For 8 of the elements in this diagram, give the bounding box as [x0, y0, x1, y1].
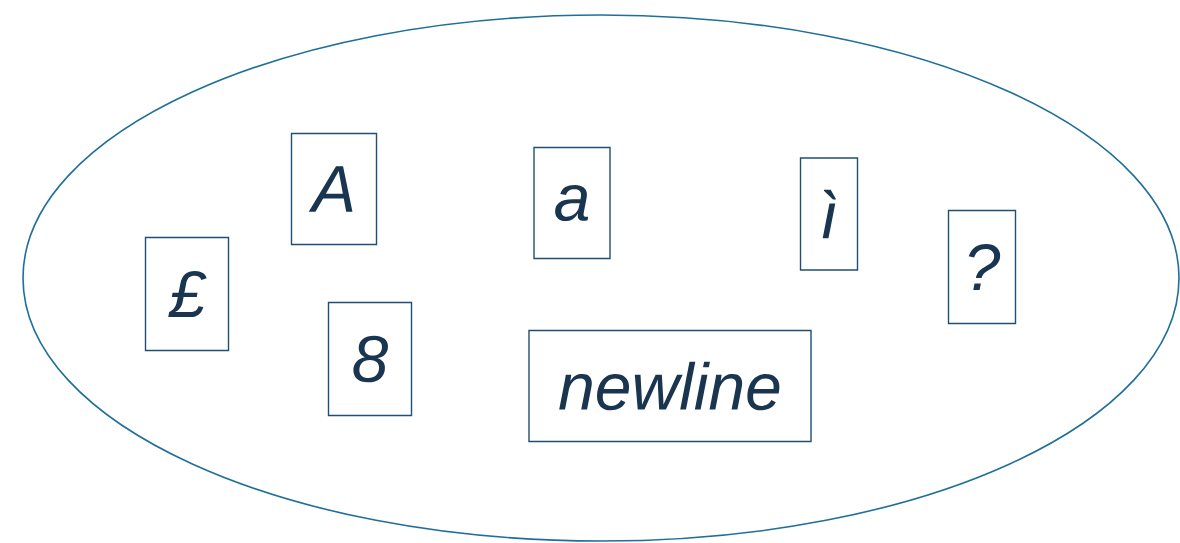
letter-card: ?	[947, 209, 1017, 325]
letter-card: 8	[327, 301, 413, 417]
letter-card: a	[533, 146, 611, 260]
letter-card: £	[144, 236, 230, 352]
letter-card: ì	[799, 157, 859, 271]
letter-card: newline	[528, 329, 812, 443]
ellipse-outline	[22, 14, 1180, 542]
letter-card: A	[290, 132, 378, 246]
